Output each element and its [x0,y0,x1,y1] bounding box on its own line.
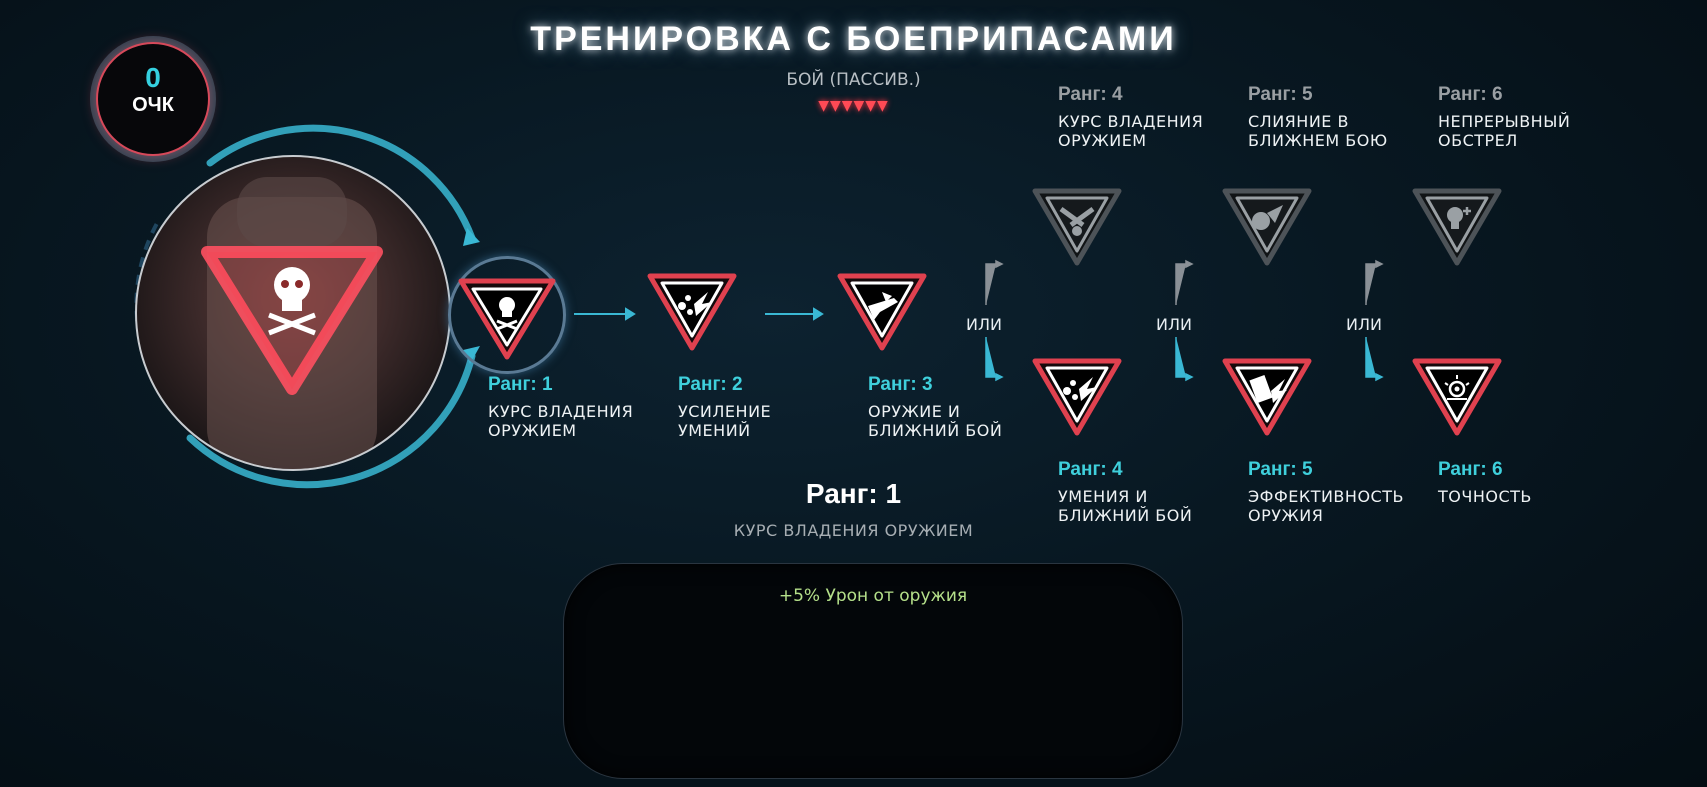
rank-1-name-line2: ОРУЖИЕМ [488,421,577,440]
or-label-1: ИЛИ [966,315,1002,334]
rank-4a-title: Ранг: 4 [1058,84,1123,105]
rank-3-name-line2: БЛИЖНИЙ БОЙ [868,421,1003,440]
rank-6a-name-line1: НЕПРЕРЫВНЫЙ [1438,112,1571,131]
rank-2-name-line1: УСИЛЕНИЕ УМЕНИЙ [678,402,772,440]
rank-5b-title: Ранг: 5 [1248,459,1313,480]
rank-4a-node[interactable] [1031,183,1123,275]
rank-5a-name-line1: СЛИЯНИЕ В [1248,112,1349,131]
fist-blade-icon [1222,188,1312,266]
rank-4a-labels: Ранг: 4 КУРС ВЛАДЕНИЯ ОРУЖИЕМ [1058,84,1228,150]
skill-points-value: 0 [145,62,161,93]
rank-1-name-line1: КУРС ВЛАДЕНИЯ [488,402,634,421]
rank-4b-title: Ранг: 4 [1058,459,1123,480]
weapon-melee-icon [837,273,927,351]
rank-2-title: Ранг: 2 [678,374,743,395]
target-icon [1412,358,1502,436]
rank-4a-name-line2: ОРУЖИЕМ [1058,131,1147,150]
rank-4b-name-line1: УМЕНИЯ И [1058,487,1148,506]
rank-6a-name-line2: ОБСТРЕЛ [1438,131,1518,150]
page-title: ТРЕНИРОВКА С БОЕПРИПАСАМИ [530,20,1177,58]
rank-4b-name-line2: БЛИЖНИЙ БОЙ [1058,506,1193,525]
rank-6a-labels: Ранг: 6 НЕПРЕРЫВНЫЙ ОБСТРЕЛ [1438,84,1608,150]
rank-1-title: Ранг: 1 [488,374,553,395]
rank-3-node[interactable] [836,268,928,360]
skull-bullets-icon [458,278,556,360]
rank-5a-title: Ранг: 5 [1248,84,1313,105]
selected-rank-title: Ранг: 1 [805,478,902,509]
rank-3-labels: Ранг: 3 ОРУЖИЕ И БЛИЖНИЙ БОЙ [868,374,1038,440]
rank-2-labels: Ранг: 2 УСИЛЕНИЕ УМЕНИЙ [678,374,848,440]
crossed-guns-icon [1032,188,1122,266]
skull-plus-icon [1412,188,1502,266]
rank-5a-labels: Ранг: 5 СЛИЯНИЕ В БЛИЖНЕМ БОЮ [1248,84,1418,150]
selected-rank-name: КУРС ВЛАДЕНИЯ ОРУЖИЕМ [733,521,974,540]
rank-description-panel: +5% Урон от оружия [563,563,1183,779]
rank-2-node[interactable] [646,268,738,360]
rank-pips: ▼▼▼▼▼▼ [818,98,889,114]
rank-5b-labels: Ранг: 5 ЭФФЕКТИВНОСТЬ ОРУЖИЯ [1248,459,1418,525]
rank-4a-name-line1: КУРС ВЛАДЕНИЯ [1058,112,1204,131]
rank-bonus-text: +5% Урон от оружия [778,586,968,606]
character-portrait [135,155,451,471]
rank-6a-node[interactable] [1411,183,1503,275]
rank-1-node[interactable] [448,256,566,374]
rank-3-title: Ранг: 3 [868,374,933,395]
rank-4b-labels: Ранг: 4 УМЕНИЯ И БЛИЖНИЙ БОЙ [1058,459,1228,525]
rank-6b-node[interactable] [1411,353,1503,445]
rank-6a-title: Ранг: 6 [1438,84,1503,105]
skull-crossbones-icon [201,177,383,469]
magazine-icon [1222,358,1312,436]
rank-5a-name-line2: БЛИЖНЕМ БОЮ [1248,131,1388,150]
rank-5b-name-line1: ЭФФЕКТИВНОСТЬ [1248,487,1404,506]
skill-points-unit: ОЧК [132,94,174,116]
rank-1-labels: Ранг: 1 КУРС ВЛАДЕНИЯ ОРУЖИЕМ [488,374,658,440]
rank-5a-node[interactable] [1221,183,1313,275]
rank-3-name-line1: ОРУЖИЕ И [868,402,961,421]
rank-5b-name-line2: ОРУЖИЯ [1248,506,1324,525]
energy-burst-icon [1032,358,1122,436]
rank-6b-labels: Ранг: 6 ТОЧНОСТЬ [1438,459,1608,506]
rank-5b-node[interactable] [1221,353,1313,445]
energy-burst-icon [647,273,737,351]
rank-6b-name-line1: ТОЧНОСТЬ [1438,487,1532,506]
or-label-3: ИЛИ [1346,315,1382,334]
skill-points-badge: 0 ОЧК [96,42,210,156]
skill-category: БОЙ (ПАССИВ.) [786,70,921,90]
progress-ring [134,124,480,489]
or-label-2: ИЛИ [1156,315,1192,334]
rank-6b-title: Ранг: 6 [1438,459,1503,480]
rank-4b-node[interactable] [1031,353,1123,445]
